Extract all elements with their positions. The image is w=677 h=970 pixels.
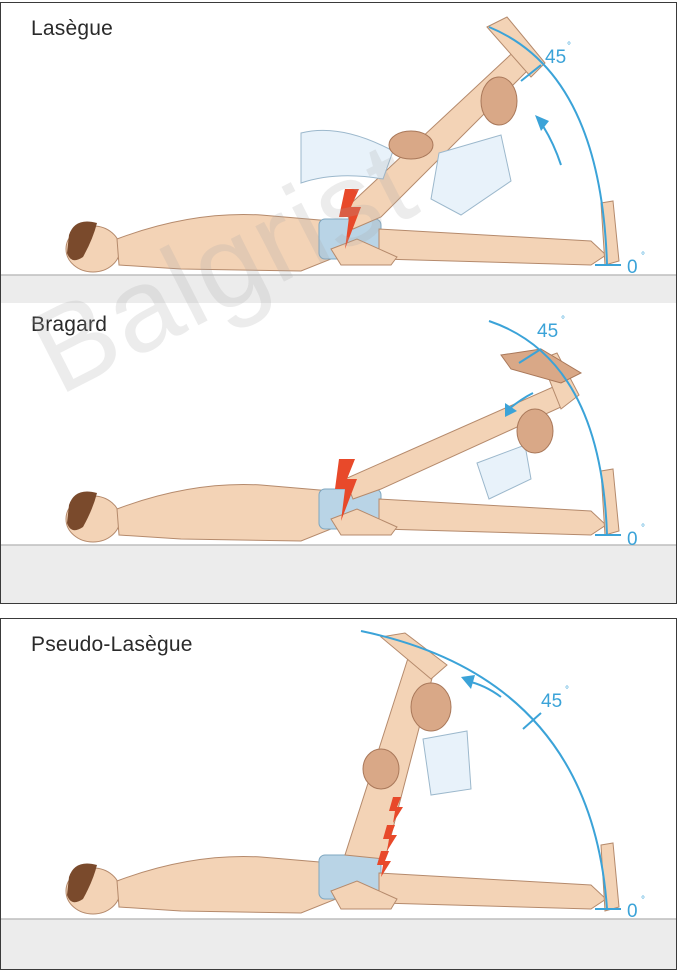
lasegue-illustration: 45 ° 0 ° [1, 3, 676, 303]
examiner-arms [363, 683, 471, 795]
lower-figure-frame: Pseudo-Lasègue [0, 618, 677, 970]
angle-label-0: 0 [627, 257, 638, 278]
angle-label-0: 0 [627, 901, 638, 922]
angle-label-45: 45 [545, 47, 566, 68]
svg-text:°: ° [565, 685, 569, 696]
angle-label-45: 45 [537, 321, 558, 342]
arrow-up-icon [535, 115, 549, 131]
resting-leg [379, 873, 606, 909]
examiner-arms [301, 77, 517, 215]
panel-pseudo-lasegue: Pseudo-Lasègue [1, 619, 676, 970]
svg-text:°: ° [567, 41, 571, 52]
arrow-left-icon [461, 675, 475, 689]
patient-figure [66, 633, 619, 914]
resting-leg [379, 229, 606, 265]
panel-lasegue: Lasègue [1, 3, 676, 303]
angle-label-0: 0 [627, 529, 638, 550]
svg-text:°: ° [641, 895, 645, 906]
upper-figure-frame: Lasègue [0, 2, 677, 604]
exam-table [1, 919, 676, 970]
panel-bragard: Bragard [1, 299, 676, 604]
resting-leg [379, 499, 606, 535]
bragard-illustration: 45 ° 0 ° [1, 299, 676, 604]
exam-table [1, 545, 676, 604]
svg-text:°: ° [561, 315, 565, 326]
pseudo-lasegue-illustration: 45 ° 0 ° [1, 619, 676, 970]
svg-text:°: ° [641, 523, 645, 534]
angle-label-45: 45 [541, 691, 562, 712]
svg-text:°: ° [641, 251, 645, 262]
